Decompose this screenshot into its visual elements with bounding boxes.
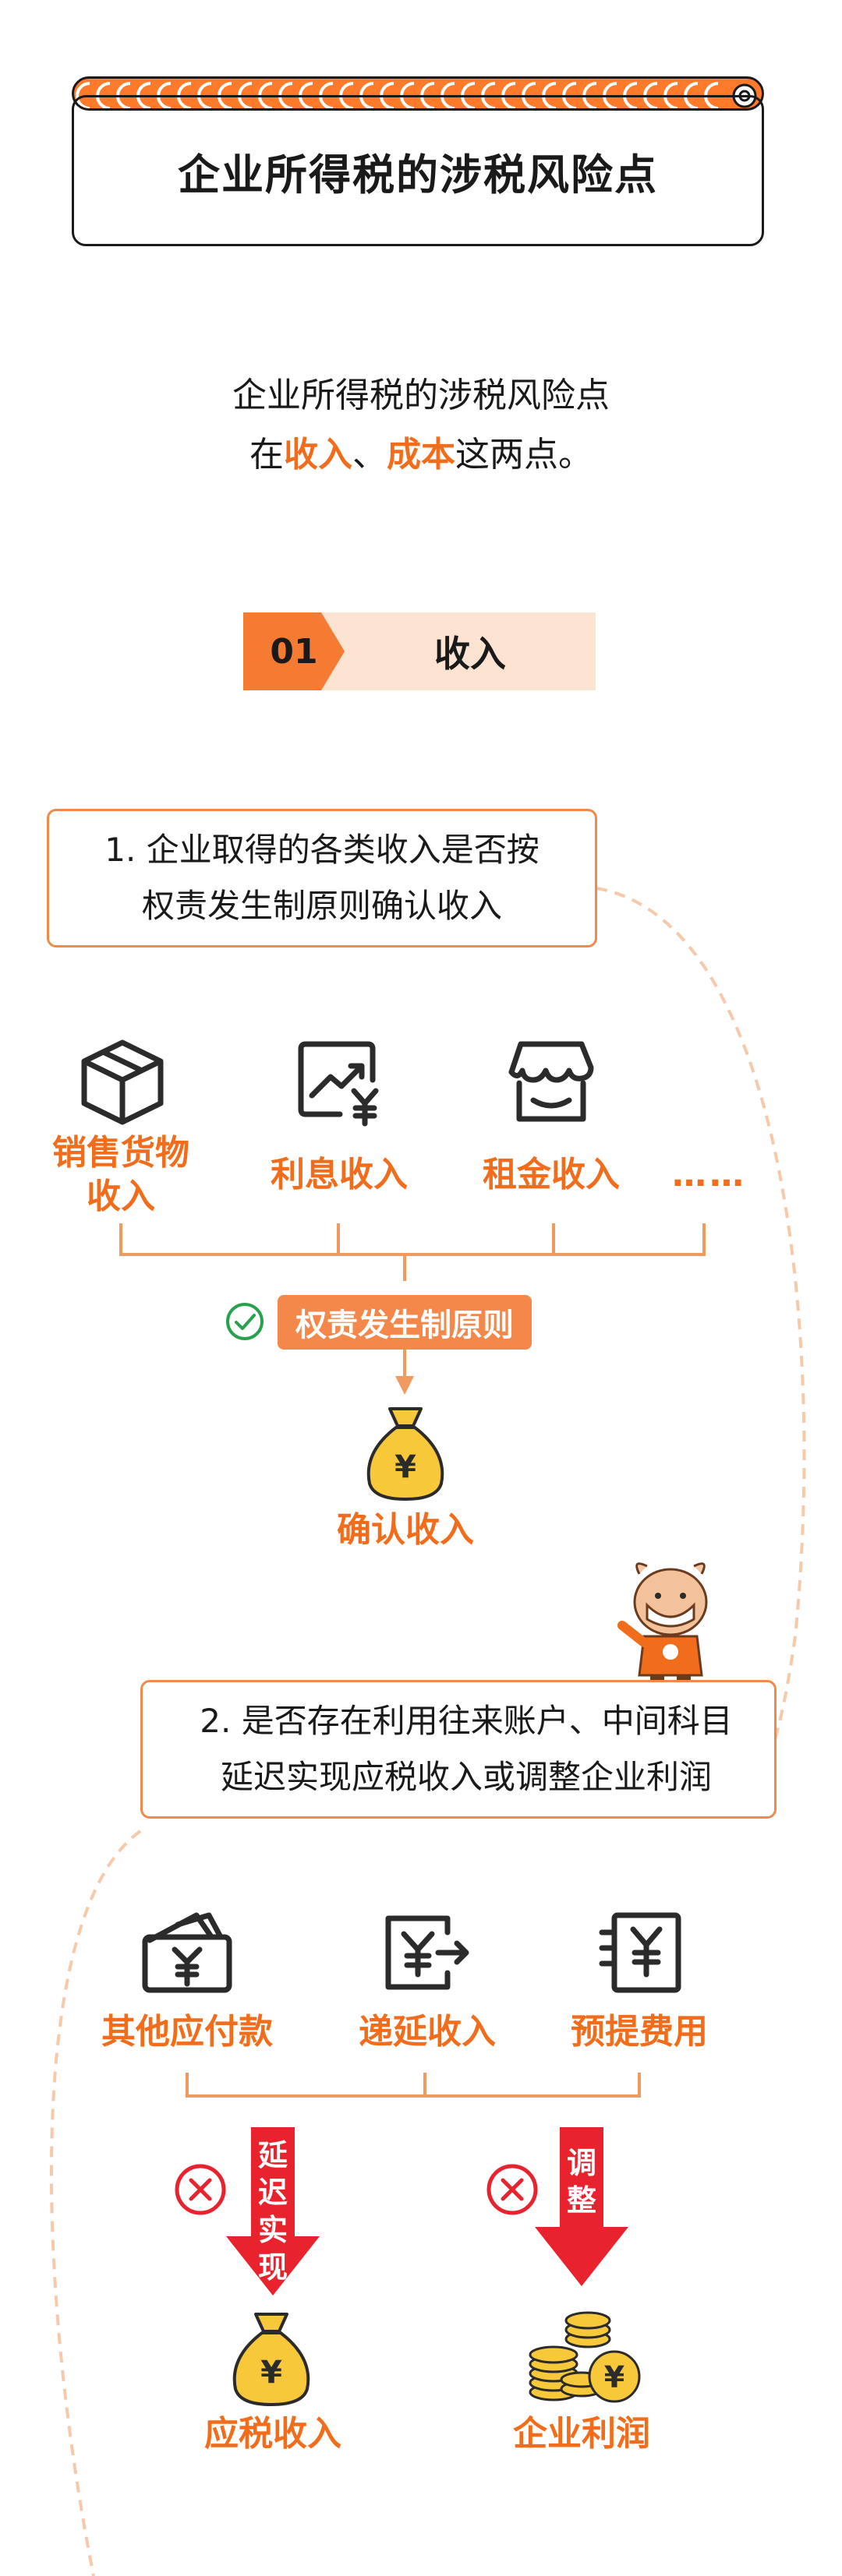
- point-1-box: 1. 企业取得的各类收入是否按 权责发生制原则确认收入: [47, 809, 597, 947]
- item-sales-income-line-2: 收入: [87, 1177, 155, 1216]
- yen-document-icon: [599, 1912, 681, 1993]
- enterprise-profit-label: 企业利润: [513, 2414, 650, 2454]
- delay-realize-text: 延 迟 实 现: [251, 2137, 295, 2286]
- page-title: 企业所得税的涉税风险点: [72, 95, 764, 246]
- item-sales-income-line-1: 销售货物: [52, 1133, 189, 1173]
- mascot-icon: [617, 1562, 708, 1688]
- svg-text:¥: ¥: [394, 1449, 416, 1485]
- confirm-income-label: 确认收入: [337, 1510, 474, 1550]
- svg-text:¥: ¥: [604, 2360, 624, 2394]
- delay-char-2: 迟: [257, 2175, 288, 2210]
- point-1-line-1: 1. 企业取得的各类收入是否按: [104, 831, 540, 869]
- coin-stack-icon: ¥: [529, 2311, 641, 2403]
- point-2-bracket: [186, 2073, 641, 2098]
- taxable-income-label: 应税收入: [204, 2414, 341, 2454]
- section-number: 01: [243, 612, 345, 690]
- delay-char-4: 现: [257, 2250, 288, 2285]
- adjust-char-2: 整: [566, 2183, 596, 2218]
- intro-line-1: 企业所得税的涉税风险点: [232, 376, 610, 415]
- point-2-box: 2. 是否存在利用往来账户、中间科目 延迟实现应税收入或调整企业利润: [140, 1680, 777, 1819]
- intro-separator: 、: [352, 435, 387, 475]
- wallet-yen-icon: [142, 1912, 232, 1993]
- point-2-line-1: 2. 是否存在利用往来账户、中间科目: [200, 1702, 733, 1740]
- check-circle-icon: [226, 1303, 264, 1340]
- item-rent-income-label: 租金收入: [483, 1155, 620, 1194]
- intro-line-2: 在收入、成本这两点。: [0, 425, 842, 485]
- adjust-text: 调 整: [560, 2144, 603, 2219]
- delay-char-3: 实: [257, 2213, 288, 2247]
- svg-text:¥: ¥: [260, 2355, 282, 2391]
- cross-circle-icon: [175, 2164, 226, 2215]
- keyword-cost: 成本: [387, 435, 455, 475]
- principle-pill: 权责发生制原则: [278, 1295, 532, 1350]
- storefront-icon: [508, 1041, 594, 1122]
- money-bag-icon: ¥: [232, 2313, 310, 2406]
- adjust-arrow-icon: [535, 2127, 628, 2286]
- dashed-connector: [49, 887, 806, 2576]
- delay-arrow-icon: [226, 2127, 320, 2295]
- section-label: 收入: [434, 633, 506, 675]
- intro-suffix: 这两点。: [455, 435, 593, 475]
- accrued-expenses-label: 预提费用: [571, 2012, 708, 2052]
- item-more-label: ……: [672, 1155, 747, 1194]
- intro-prefix: 在: [249, 435, 284, 475]
- point-2-line-2: 延迟实现应税收入或调整企业利润: [220, 1758, 712, 1796]
- delay-char-1: 延: [257, 2138, 288, 2172]
- adjust-char-1: 调: [566, 2146, 596, 2180]
- item-interest-income-label: 利息收入: [271, 1155, 408, 1194]
- deferred-income-label: 递延收入: [359, 2012, 496, 2052]
- chart-yen-icon: [298, 1041, 379, 1127]
- item-sales-income-label: 销售货物 收入: [31, 1131, 210, 1219]
- money-bag-icon: ¥: [366, 1407, 444, 1501]
- box-icon: [81, 1039, 164, 1125]
- other-payables-label: 其他应付款: [101, 2012, 273, 2052]
- yen-export-icon: [385, 1915, 469, 1990]
- point-1-line-2: 权责发生制原则确认收入: [141, 887, 502, 925]
- keyword-income: 收入: [284, 435, 352, 475]
- cross-circle-icon: [486, 2164, 538, 2215]
